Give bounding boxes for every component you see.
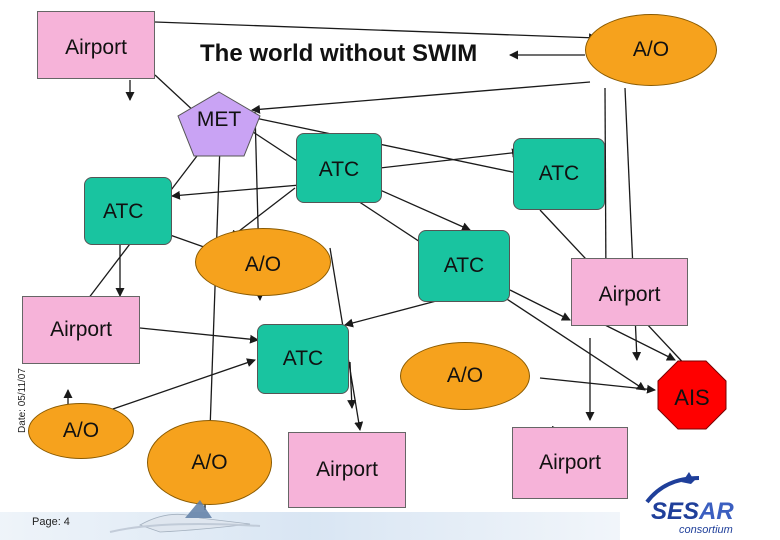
ao-node-lower-right: A/O xyxy=(400,342,530,410)
sesar-logo: SESAR consortium xyxy=(635,470,775,538)
airport-left-label: Airport xyxy=(50,318,112,341)
atc-center-label: ATC xyxy=(318,158,360,181)
logo-part2: AR xyxy=(699,498,734,525)
atc-node-left: ATC xyxy=(84,177,172,245)
atc-node-right: ATC xyxy=(513,138,605,210)
atc-node-mid: ATC xyxy=(418,230,510,302)
logo-part1: SES xyxy=(651,498,700,525)
ao-node-mid: A/O xyxy=(195,228,331,296)
ais-label: AIS xyxy=(674,385,710,410)
ao-top-label: A/O xyxy=(632,38,670,61)
atc-right-label: ATC xyxy=(538,162,580,185)
ao-node-bottom: A/O xyxy=(147,420,272,505)
airport-node-left: Airport xyxy=(22,296,140,364)
atc-left-label: ATC xyxy=(103,200,144,223)
ao-node-top: A/O xyxy=(585,14,717,86)
atc-mid-label: ATC xyxy=(443,254,485,277)
airplane-icon xyxy=(645,472,700,504)
footer-decoration xyxy=(0,500,620,540)
ao-lower-right-label: A/O xyxy=(446,364,484,387)
airport-top-label: Airport xyxy=(65,36,127,59)
airport-node-right: Airport xyxy=(571,258,688,326)
page-number: Page: 4 xyxy=(32,516,70,528)
airport-right-label: Airport xyxy=(598,283,661,306)
ao-node-bottom-left: A/O xyxy=(28,403,134,459)
ao-bottom-label: A/O xyxy=(191,450,228,474)
ao-bottom-left-label: A/O xyxy=(62,419,100,442)
airport-bottom-right-label: Airport xyxy=(539,451,601,474)
atc-node-lower: ATC xyxy=(257,324,349,394)
met-label: MET xyxy=(196,108,242,131)
airport-bottom-mid-label: Airport xyxy=(316,458,378,481)
airport-node-bottom-mid: Airport xyxy=(288,432,406,508)
atc-lower-label: ATC xyxy=(282,347,324,370)
atc-node-center: ATC xyxy=(296,133,382,203)
airport-node-top: Airport xyxy=(37,11,155,79)
logo-wordmark: SESAR xyxy=(651,498,734,526)
diagram-title: The world without SWIM xyxy=(200,40,478,67)
date-stamp: Date: 05/11/07 xyxy=(16,368,28,433)
airliner-photo-decoration xyxy=(109,500,261,533)
logo-subtitle: consortium xyxy=(679,524,733,536)
met-node xyxy=(177,91,261,157)
ais-node xyxy=(657,360,727,430)
ao-mid-label: A/O xyxy=(244,253,282,276)
airport-node-bottom-right: Airport xyxy=(512,427,628,499)
